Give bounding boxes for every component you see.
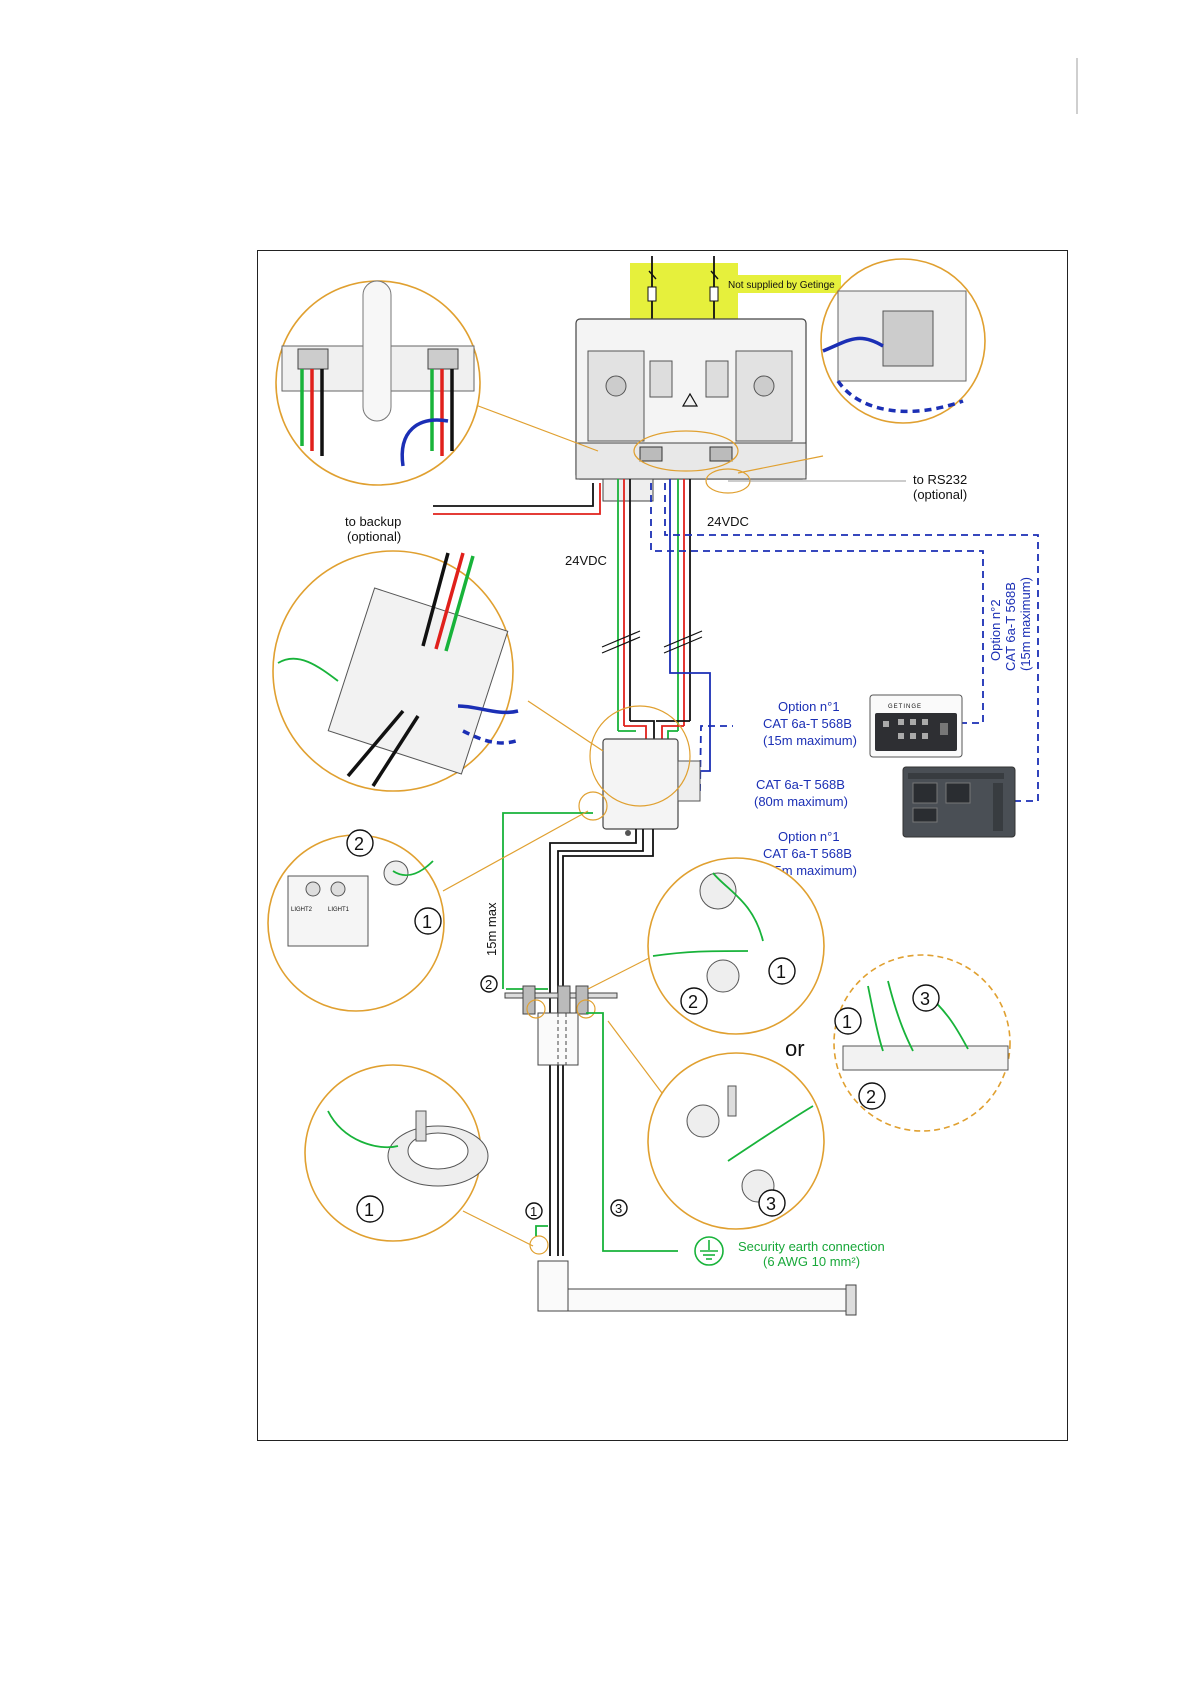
callout-2-column: 2 bbox=[485, 977, 492, 992]
ceiling-arm bbox=[529, 1225, 857, 1316]
callout-2-zoom-f: 2 bbox=[866, 1087, 876, 1107]
callout-1-zoom-d: 1 bbox=[422, 912, 432, 932]
rs232-label-line2: (optional) bbox=[913, 487, 967, 502]
keypad-brand: GETINGE bbox=[888, 704, 922, 710]
option1b-line2: CAT 6a-T 568B bbox=[763, 846, 852, 861]
voltage-label-left: 24VDC bbox=[565, 553, 607, 568]
callout-2-zoom-d: 2 bbox=[354, 834, 364, 854]
power-supply-unit bbox=[575, 318, 807, 502]
light2-label: LIGHT2 bbox=[291, 907, 313, 913]
cat80-line2: (80m maximum) bbox=[754, 794, 848, 809]
voltage-label-right: 24VDC bbox=[707, 514, 749, 529]
page-margin-mark bbox=[1076, 58, 1078, 114]
wiring-diagram: Not supplied by Getinge to RS232 (option… bbox=[267, 256, 1039, 1316]
keypad-control bbox=[869, 694, 963, 758]
earth-icon bbox=[694, 1236, 724, 1266]
callout-3-zoom-g: 3 bbox=[766, 1194, 776, 1214]
max-length-label: 15m max bbox=[484, 902, 499, 956]
backup-label-line2: (optional) bbox=[347, 529, 401, 544]
earth-label-line1: Security earth connection bbox=[738, 1239, 885, 1254]
option2-line2: CAT 6a-T 568B bbox=[1003, 582, 1018, 671]
option2-line3: (15m maximum) bbox=[1018, 577, 1033, 671]
rs232-label-line1: to RS232 bbox=[913, 472, 967, 487]
option2-line1: Option n°2 bbox=[988, 599, 1003, 661]
zoom-terminal-top-left bbox=[275, 280, 599, 486]
zoom-mount-lower bbox=[607, 1020, 825, 1230]
zoom-alternative-mount bbox=[833, 954, 1011, 1132]
callout-1-zoom-h: 1 bbox=[364, 1200, 374, 1220]
junction-box bbox=[578, 705, 701, 836]
or-label: or bbox=[785, 1036, 805, 1061]
data-lines bbox=[650, 483, 1039, 802]
option1a-line2: CAT 6a-T 568B bbox=[763, 716, 852, 731]
zoom-earth-connectors bbox=[267, 810, 589, 1012]
option1a-line3: (15m maximum) bbox=[763, 733, 857, 748]
zoom-junction-internals bbox=[272, 550, 604, 792]
light1-label: LIGHT1 bbox=[328, 907, 350, 913]
power-cables bbox=[601, 479, 711, 772]
column-mount bbox=[504, 985, 618, 1066]
not-supplied-zone bbox=[630, 256, 841, 371]
touch-panel bbox=[902, 766, 1016, 838]
not-supplied-label: Not supplied by Getinge bbox=[728, 280, 835, 291]
option1a-line1: Option n°1 bbox=[778, 699, 840, 714]
callout-1-zoom-e: 1 bbox=[776, 962, 786, 982]
option1b-line1: Option n°1 bbox=[778, 829, 840, 844]
callout-1-zoom-f: 1 bbox=[842, 1012, 852, 1032]
zoom-ceiling-arm bbox=[304, 1064, 534, 1247]
callout-1-column: 1 bbox=[530, 1204, 537, 1219]
callout-2-zoom-e: 2 bbox=[688, 992, 698, 1012]
diagram-frame: Not supplied by Getinge to RS232 (option… bbox=[257, 250, 1068, 1441]
cat80-line1: CAT 6a-T 568B bbox=[756, 777, 845, 792]
callout-3-column: 3 bbox=[615, 1201, 622, 1216]
backup-label-line1: to backup bbox=[345, 514, 401, 529]
zoom-rs232-top-right bbox=[737, 258, 986, 474]
earth-label-line2: (6 AWG 10 mm²) bbox=[763, 1254, 860, 1269]
callout-3-zoom-f: 3 bbox=[920, 989, 930, 1009]
